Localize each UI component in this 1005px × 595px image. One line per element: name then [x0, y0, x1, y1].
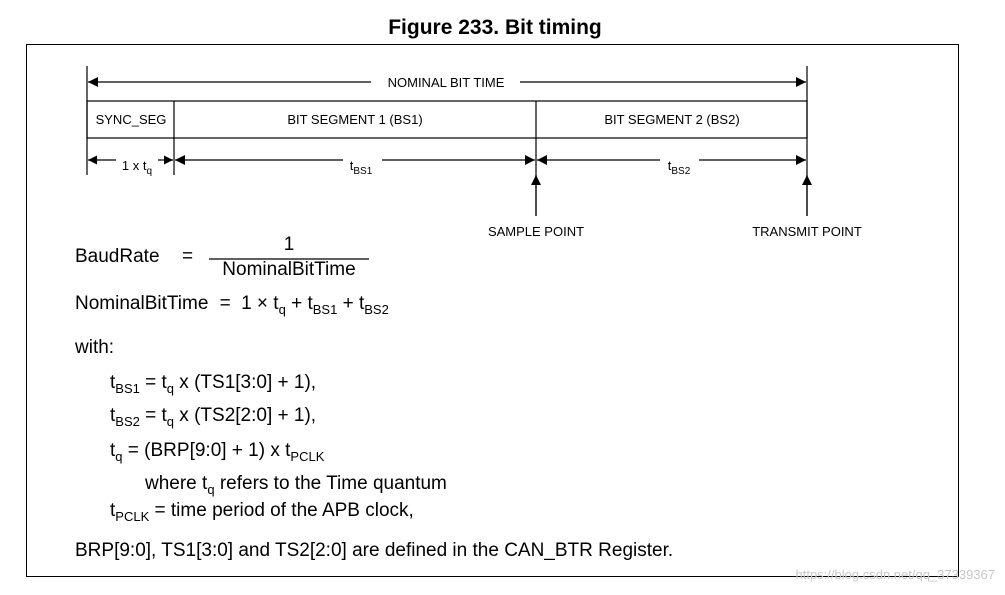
tbs1-duration-label: tBS1	[350, 158, 373, 177]
nbt-lhs: NominalBitTime	[75, 293, 209, 314]
nbt-term-1: 1 × t	[241, 293, 279, 314]
nbt-term-3-sub: BS2	[364, 302, 389, 317]
sample-point-label: SAMPLE POINT	[488, 224, 584, 239]
watermark: https://blog.csdn.net/qq_37339367	[795, 567, 996, 582]
nbt-formula: NominalBitTime = 1 × tq + tBS1 + tBS2	[75, 293, 389, 317]
nbt-term-1-sub: q	[278, 302, 286, 317]
nbt-plus-1: + t	[291, 293, 313, 314]
nbt-term-2-sub: BS1	[312, 302, 338, 317]
tbs1-definition: tBS1 = tq x (TS1[3:0] + 1),	[110, 372, 317, 396]
baudrate-equals: =	[182, 246, 194, 267]
sync-duration-label: 1 x tq	[122, 158, 152, 177]
tq-where-note: where tq refers to the Time quantum	[145, 473, 447, 497]
tq-definition: tq = (BRP[9:0] + 1) x tPCLK	[110, 440, 325, 464]
figure-title: Figure 233. Bit timing	[388, 16, 602, 39]
with-label: with:	[75, 337, 115, 358]
figure-frame	[26, 44, 959, 577]
nbt-equals: =	[219, 293, 231, 314]
baudrate-denominator: NominalBitTime	[222, 259, 356, 280]
sync-seg-label: SYNC_SEG	[96, 112, 167, 127]
bs2-label: BIT SEGMENT 2 (BS2)	[604, 112, 739, 127]
transmit-point-label: TRANSMIT POINT	[752, 224, 862, 239]
tpclk-definition: tPCLK = time period of the APB clock,	[110, 500, 414, 524]
nbt-plus-2: + t	[342, 293, 365, 314]
baudrate-numerator: 1	[283, 234, 295, 255]
register-note: BRP[9:0], TS1[3:0] and TS2[2:0] are defi…	[75, 540, 674, 561]
tbs2-duration-label: tBS2	[668, 158, 691, 177]
bs1-label: BIT SEGMENT 1 (BS1)	[287, 112, 422, 127]
tbs2-definition: tBS2 = tq x (TS2[2:0] + 1),	[110, 405, 317, 429]
segment-box-outline	[86, 100, 808, 139]
baudrate-lhs: BaudRate	[75, 246, 160, 267]
nominal-bit-time-label: NOMINAL BIT TIME	[388, 75, 505, 90]
